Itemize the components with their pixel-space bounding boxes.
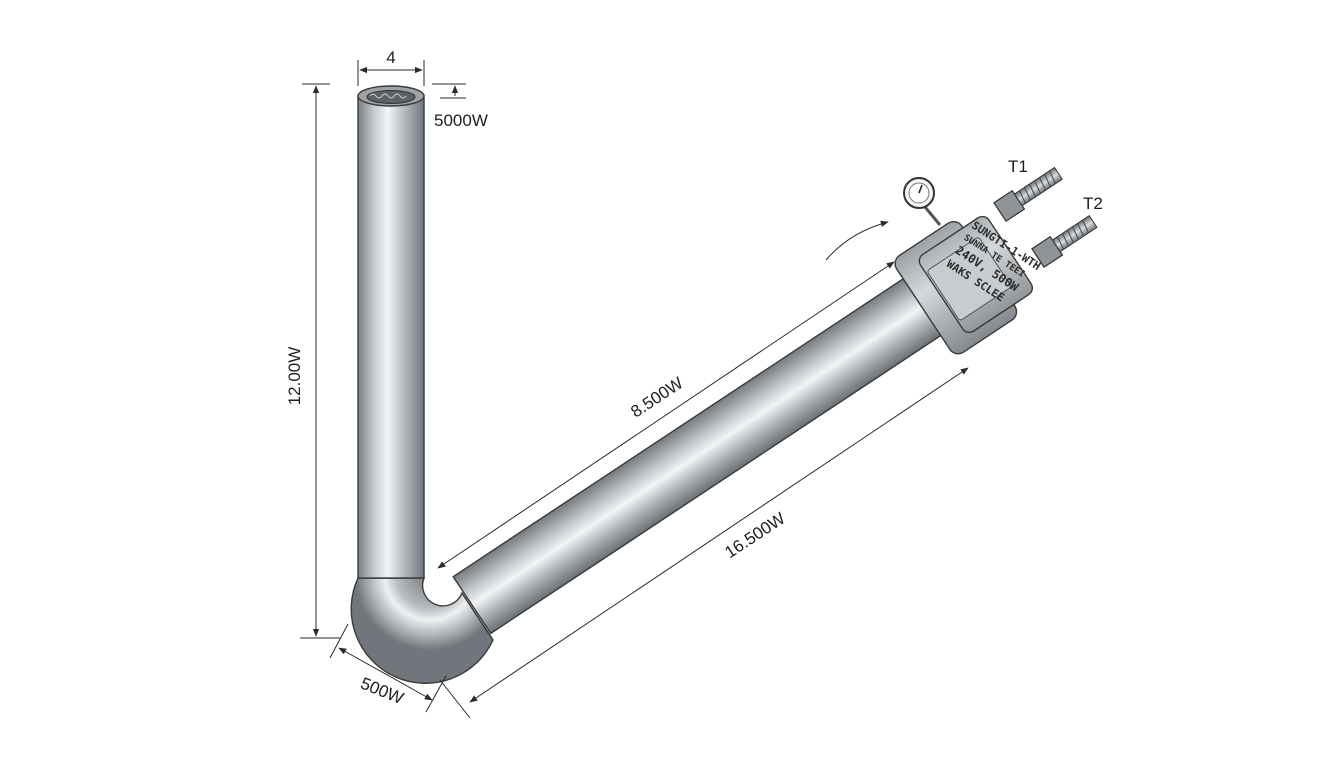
dim-vertical-length-label: 12.00W	[285, 347, 304, 406]
dim-top-diameter	[357, 60, 425, 86]
dim-outer-diagonal	[439, 367, 969, 719]
terminal-bolt-t1-icon	[993, 166, 1063, 223]
dim-wall-thickness-label: 5000W	[434, 111, 488, 130]
dim-inner-diagonal-label: 8.500W	[627, 373, 686, 421]
terminal-label-t2: T2	[1083, 194, 1103, 213]
vertical-tube	[357, 95, 425, 579]
terminal-housing	[894, 215, 1034, 355]
pointer-arrow-icon	[825, 220, 889, 261]
tube-bore-icon	[366, 90, 416, 104]
dim-top-diameter-label: 4	[386, 48, 395, 67]
thermostat-gauge-icon	[903, 177, 942, 226]
dim-wall-thickness	[432, 83, 466, 99]
thread-icon	[369, 93, 407, 99]
dim-inner-diagonal	[437, 261, 895, 569]
dim-bend-width	[329, 623, 447, 713]
dim-vertical-length	[300, 83, 340, 639]
terminal-bolt-t2-icon	[1031, 215, 1098, 269]
dim-outer-diagonal-label: 16.500W	[721, 509, 788, 562]
terminal-label-t1: T1	[1008, 157, 1028, 176]
